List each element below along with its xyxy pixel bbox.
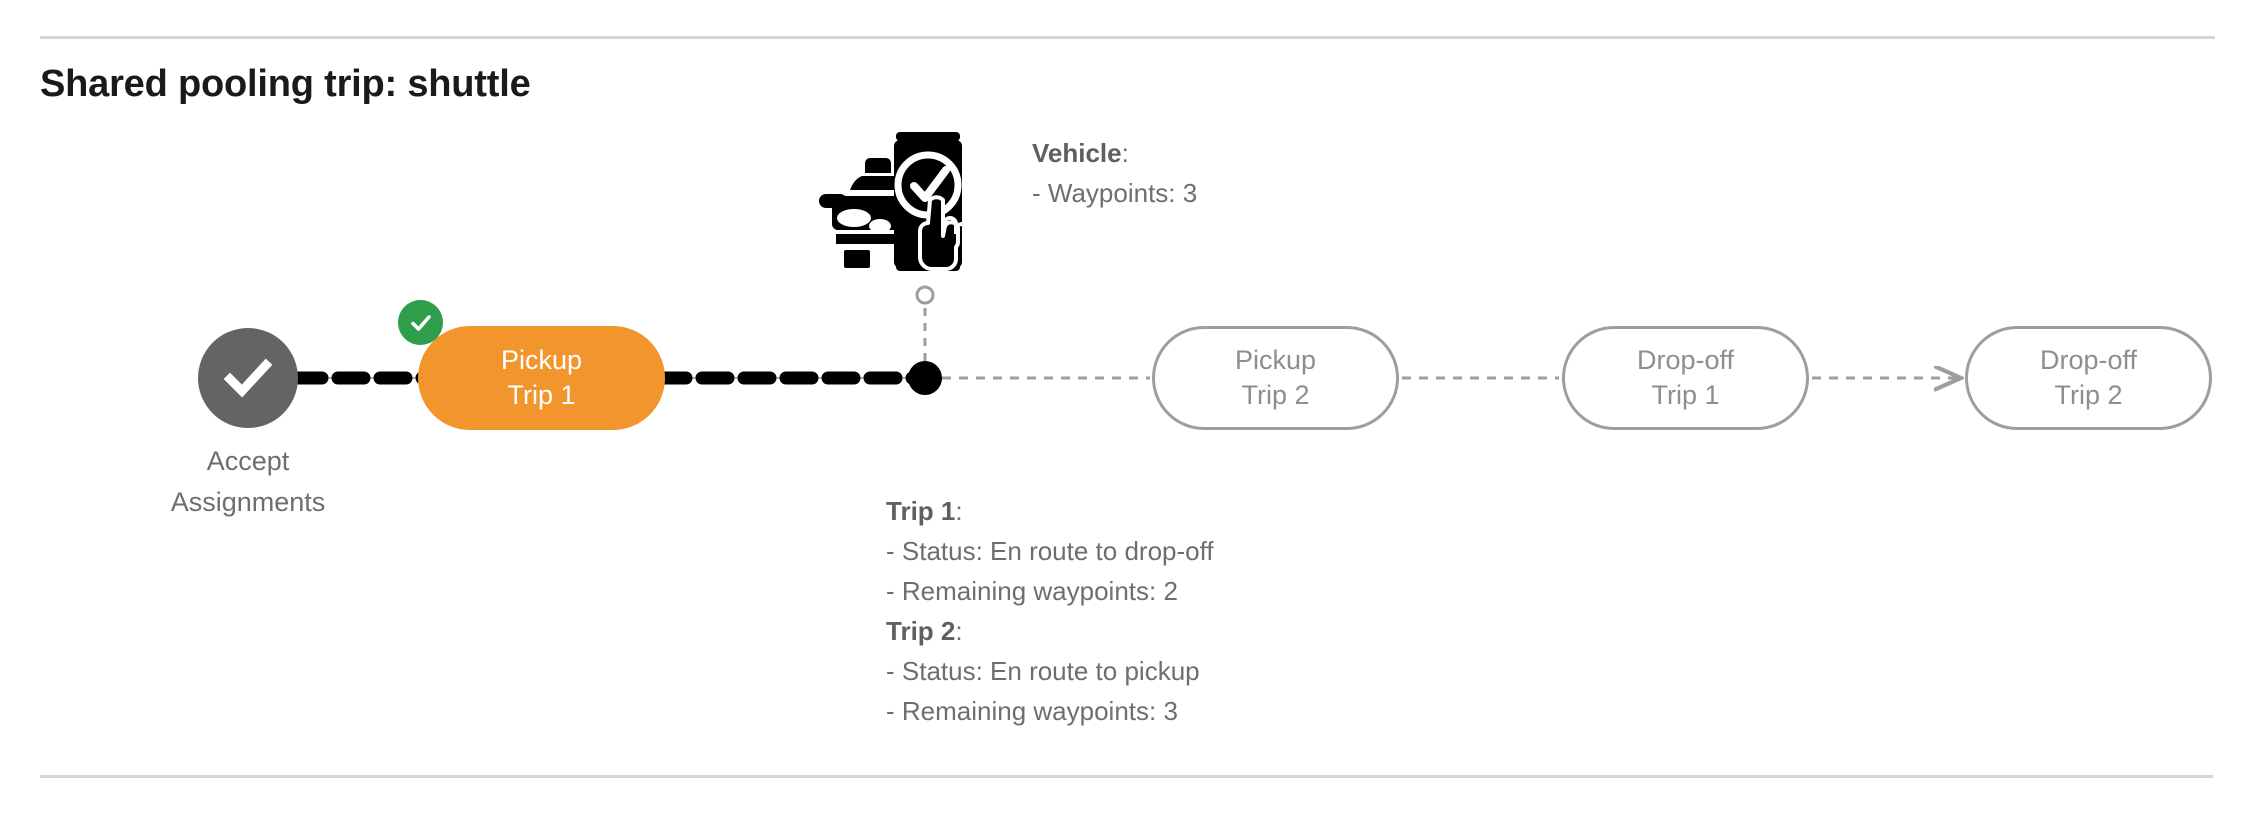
check-badge-icon — [398, 300, 443, 345]
top-divider — [40, 36, 2215, 39]
trip-1-heading: Trip 1: — [886, 496, 963, 526]
accept-circle — [198, 328, 298, 428]
trip-1-status-line: - Status: En route to drop-off — [886, 536, 1214, 566]
accept-assignments-label: Accept Assignments — [170, 446, 326, 517]
vehicle-leader-dot — [915, 285, 935, 305]
check-circle-icon — [223, 358, 273, 398]
node-pickup-trip-2-label: Pickup Trip 2 — [1234, 345, 1317, 410]
bottom-divider — [40, 775, 2213, 778]
trip-2-heading: Trip 2: — [886, 616, 963, 646]
vehicle-waypoints-line: - Waypoints: 3 — [1032, 178, 1198, 208]
trip-2-status-line: - Status: En route to pickup — [886, 656, 1200, 686]
node-pickup-trip-2[interactable]: Pickup Trip 2 — [1152, 326, 1399, 430]
trip-annotation: Trip 1: - Status: En route to drop-off -… — [886, 491, 1214, 731]
node-dropoff-trip-1[interactable]: Drop-off Trip 1 — [1562, 326, 1809, 430]
vehicle-position-marker — [908, 361, 942, 395]
trip-1-waypoints-line: - Remaining waypoints: 2 — [886, 576, 1178, 606]
accept-assignments-node[interactable]: Accept Assignments — [171, 328, 325, 517]
check-glyph — [410, 314, 431, 331]
node-dropoff-trip-1-label: Drop-off Trip 1 — [1636, 345, 1735, 410]
page-title: Shared pooling trip: shuttle — [40, 63, 531, 105]
node-pickup-trip-1-label: Pickup Trip 1 — [500, 345, 583, 410]
node-dropoff-trip-2[interactable]: Drop-off Trip 2 — [1965, 326, 2212, 430]
car-phone-check-icon — [819, 132, 970, 271]
vehicle-annotation: Vehicle: - Waypoints: 3 — [1032, 133, 1197, 213]
vehicle-annotation-heading: Vehicle: — [1032, 138, 1129, 168]
node-pickup-trip-1[interactable]: Pickup Trip 1 — [418, 326, 665, 430]
trip-2-waypoints-line: - Remaining waypoints: 3 — [886, 696, 1178, 726]
node-dropoff-trip-2-label: Drop-off Trip 2 — [2039, 345, 2138, 410]
